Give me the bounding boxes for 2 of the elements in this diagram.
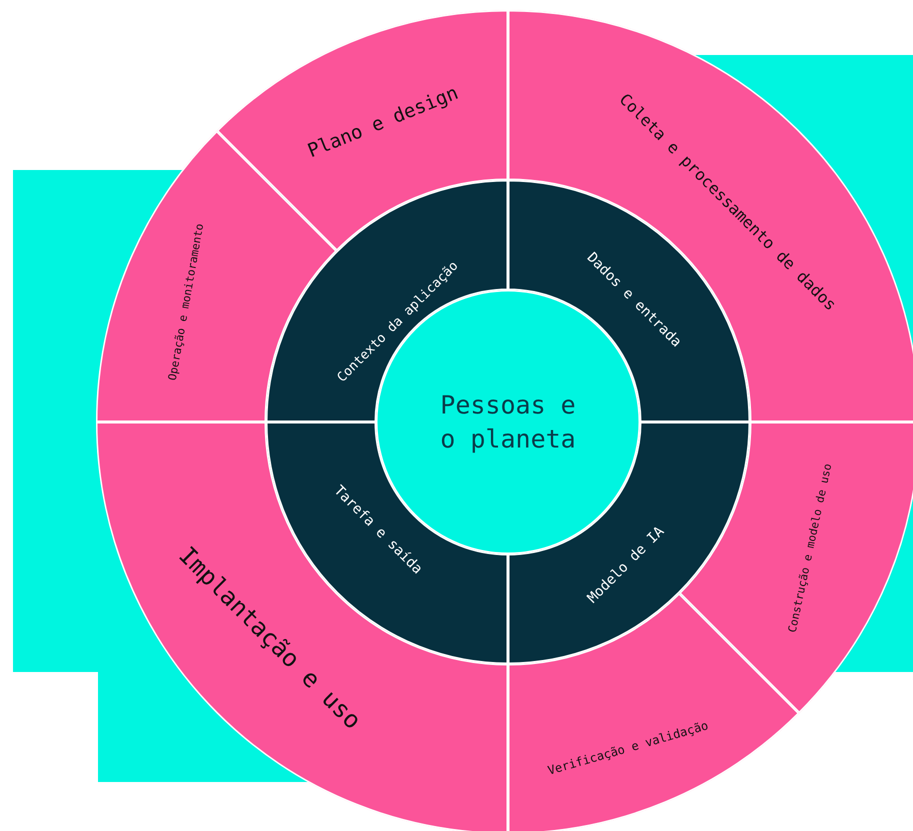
ring-segment bbox=[677, 420, 913, 716]
center-label: Pessoas e o planeta bbox=[439, 389, 577, 455]
